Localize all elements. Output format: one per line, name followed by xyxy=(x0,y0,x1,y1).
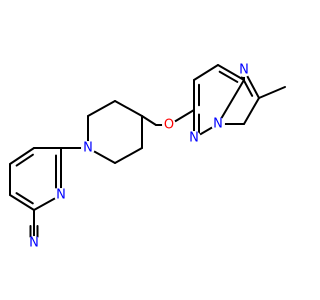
atom-label: N xyxy=(189,131,199,146)
bond xyxy=(9,194,35,211)
atom-label-layer: N N N O N N N xyxy=(27,63,251,251)
bond xyxy=(218,70,239,83)
bond xyxy=(217,79,245,125)
bond xyxy=(114,100,143,117)
atom-label: O xyxy=(164,118,174,133)
bond xyxy=(15,153,34,167)
atom-o-ether: O xyxy=(162,118,176,133)
bond xyxy=(141,115,157,126)
bond xyxy=(240,75,254,97)
bond xyxy=(9,147,35,165)
atom-label: N xyxy=(213,117,223,132)
atom-label: N xyxy=(29,236,39,251)
atom-n-nitrile: N xyxy=(27,236,41,251)
bond xyxy=(87,100,116,117)
bond xyxy=(114,147,143,164)
bond-layer xyxy=(9,64,286,244)
atom-label: N xyxy=(83,141,93,156)
atom-n-pyridine: N xyxy=(54,188,68,203)
bond xyxy=(217,64,245,81)
bond xyxy=(243,97,260,125)
atom-n-piperidine: N xyxy=(81,141,95,156)
atom-n-pyridazine: N xyxy=(187,131,201,146)
bond xyxy=(258,86,286,99)
bond xyxy=(15,192,34,205)
atom-label: N xyxy=(56,188,66,203)
atom-label: N xyxy=(239,63,249,78)
atom-n-bridgehead: N xyxy=(211,117,225,132)
atom-n-imidazole: N xyxy=(237,63,251,78)
bond xyxy=(193,64,219,81)
molecule-structure: N N N O N N N xyxy=(9,63,286,251)
